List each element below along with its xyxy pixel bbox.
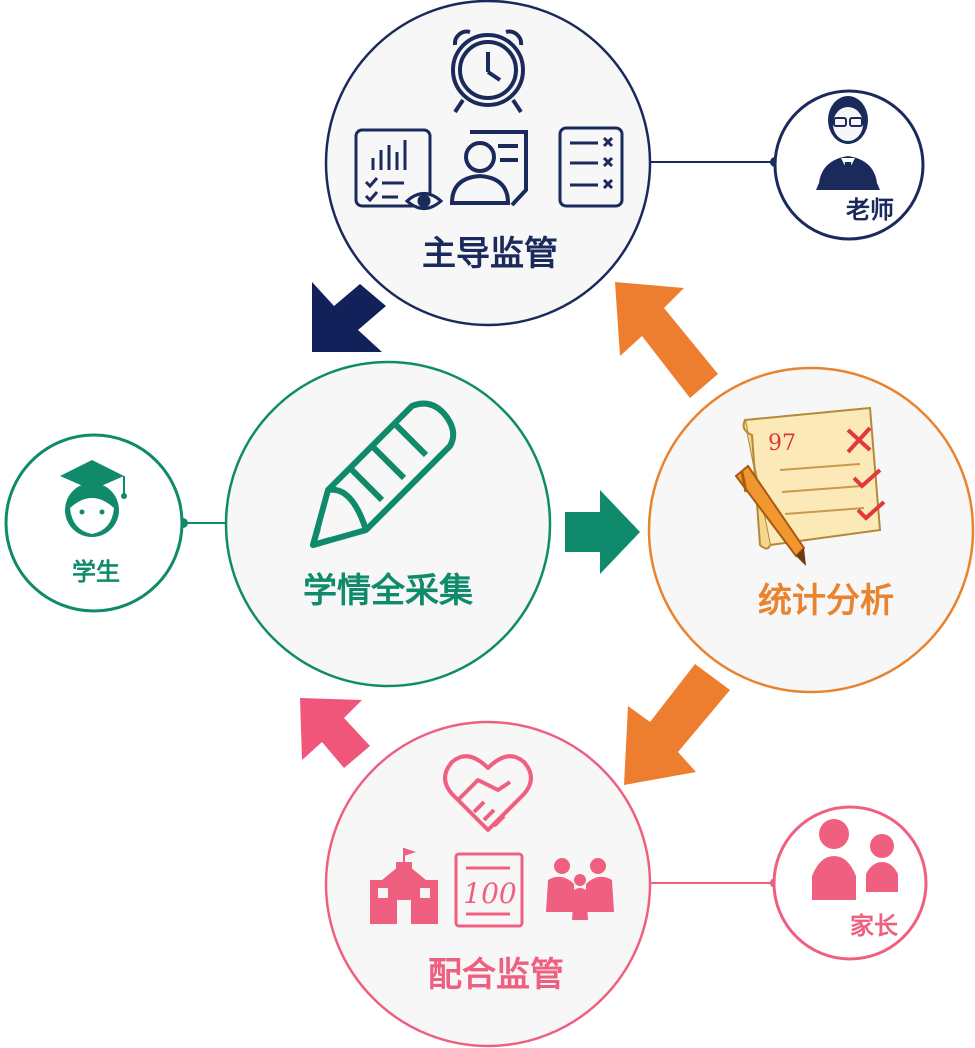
score-value: 100 xyxy=(463,877,516,910)
role-teacher-label: 老师 xyxy=(846,196,894,224)
arrow-parent-to-collection xyxy=(300,698,370,768)
paper-score-mark: 97 xyxy=(768,431,796,456)
eye-icon xyxy=(404,192,444,210)
node-parent-supervision-label: 配合监管 xyxy=(428,955,564,995)
role-student-label: 学生 xyxy=(72,558,120,586)
school-icon xyxy=(370,848,438,924)
node-teacher-supervision-label: 主导监管 xyxy=(422,234,558,274)
node-collection-label: 学情全采集 xyxy=(303,571,473,611)
person-document-icon xyxy=(449,130,528,207)
arrow-analysis-to-parent xyxy=(624,664,730,785)
arrow-supervision-to-collection xyxy=(312,282,386,352)
pencil-icon xyxy=(310,400,457,548)
role-parent-label: 家长 xyxy=(850,912,899,940)
report-chart-icon xyxy=(354,128,432,208)
arrow-analysis-to-supervision xyxy=(615,282,718,398)
student-graduate-icon xyxy=(60,460,127,537)
arrow-collection-to-analysis xyxy=(565,490,640,574)
role-parent: 家长 xyxy=(772,805,928,961)
node-teacher-supervision: 主导监管 xyxy=(324,0,652,327)
checklist-icon xyxy=(558,126,624,208)
node-parent-supervision: 100 配合监管 xyxy=(324,720,652,1048)
score-sheet-icon: 100 xyxy=(454,852,524,928)
pen-icon xyxy=(734,464,806,566)
graded-paper-icon: 97 xyxy=(742,406,886,550)
role-student: 学生 xyxy=(4,433,184,613)
connector-parent xyxy=(650,878,780,888)
alarm-clock-icon xyxy=(451,29,525,114)
connector-teacher xyxy=(648,157,780,167)
connector-student xyxy=(178,518,228,528)
teacher-avatar-icon xyxy=(816,96,880,190)
role-teacher: 老师 xyxy=(773,89,925,241)
node-analysis: 97 统计分析 xyxy=(647,366,975,694)
parents-icon xyxy=(812,819,898,900)
node-collection: 学情全采集 xyxy=(224,360,552,688)
node-analysis-label: 统计分析 xyxy=(758,581,894,621)
family-icon xyxy=(546,858,614,920)
heart-handshake-icon xyxy=(443,754,533,832)
